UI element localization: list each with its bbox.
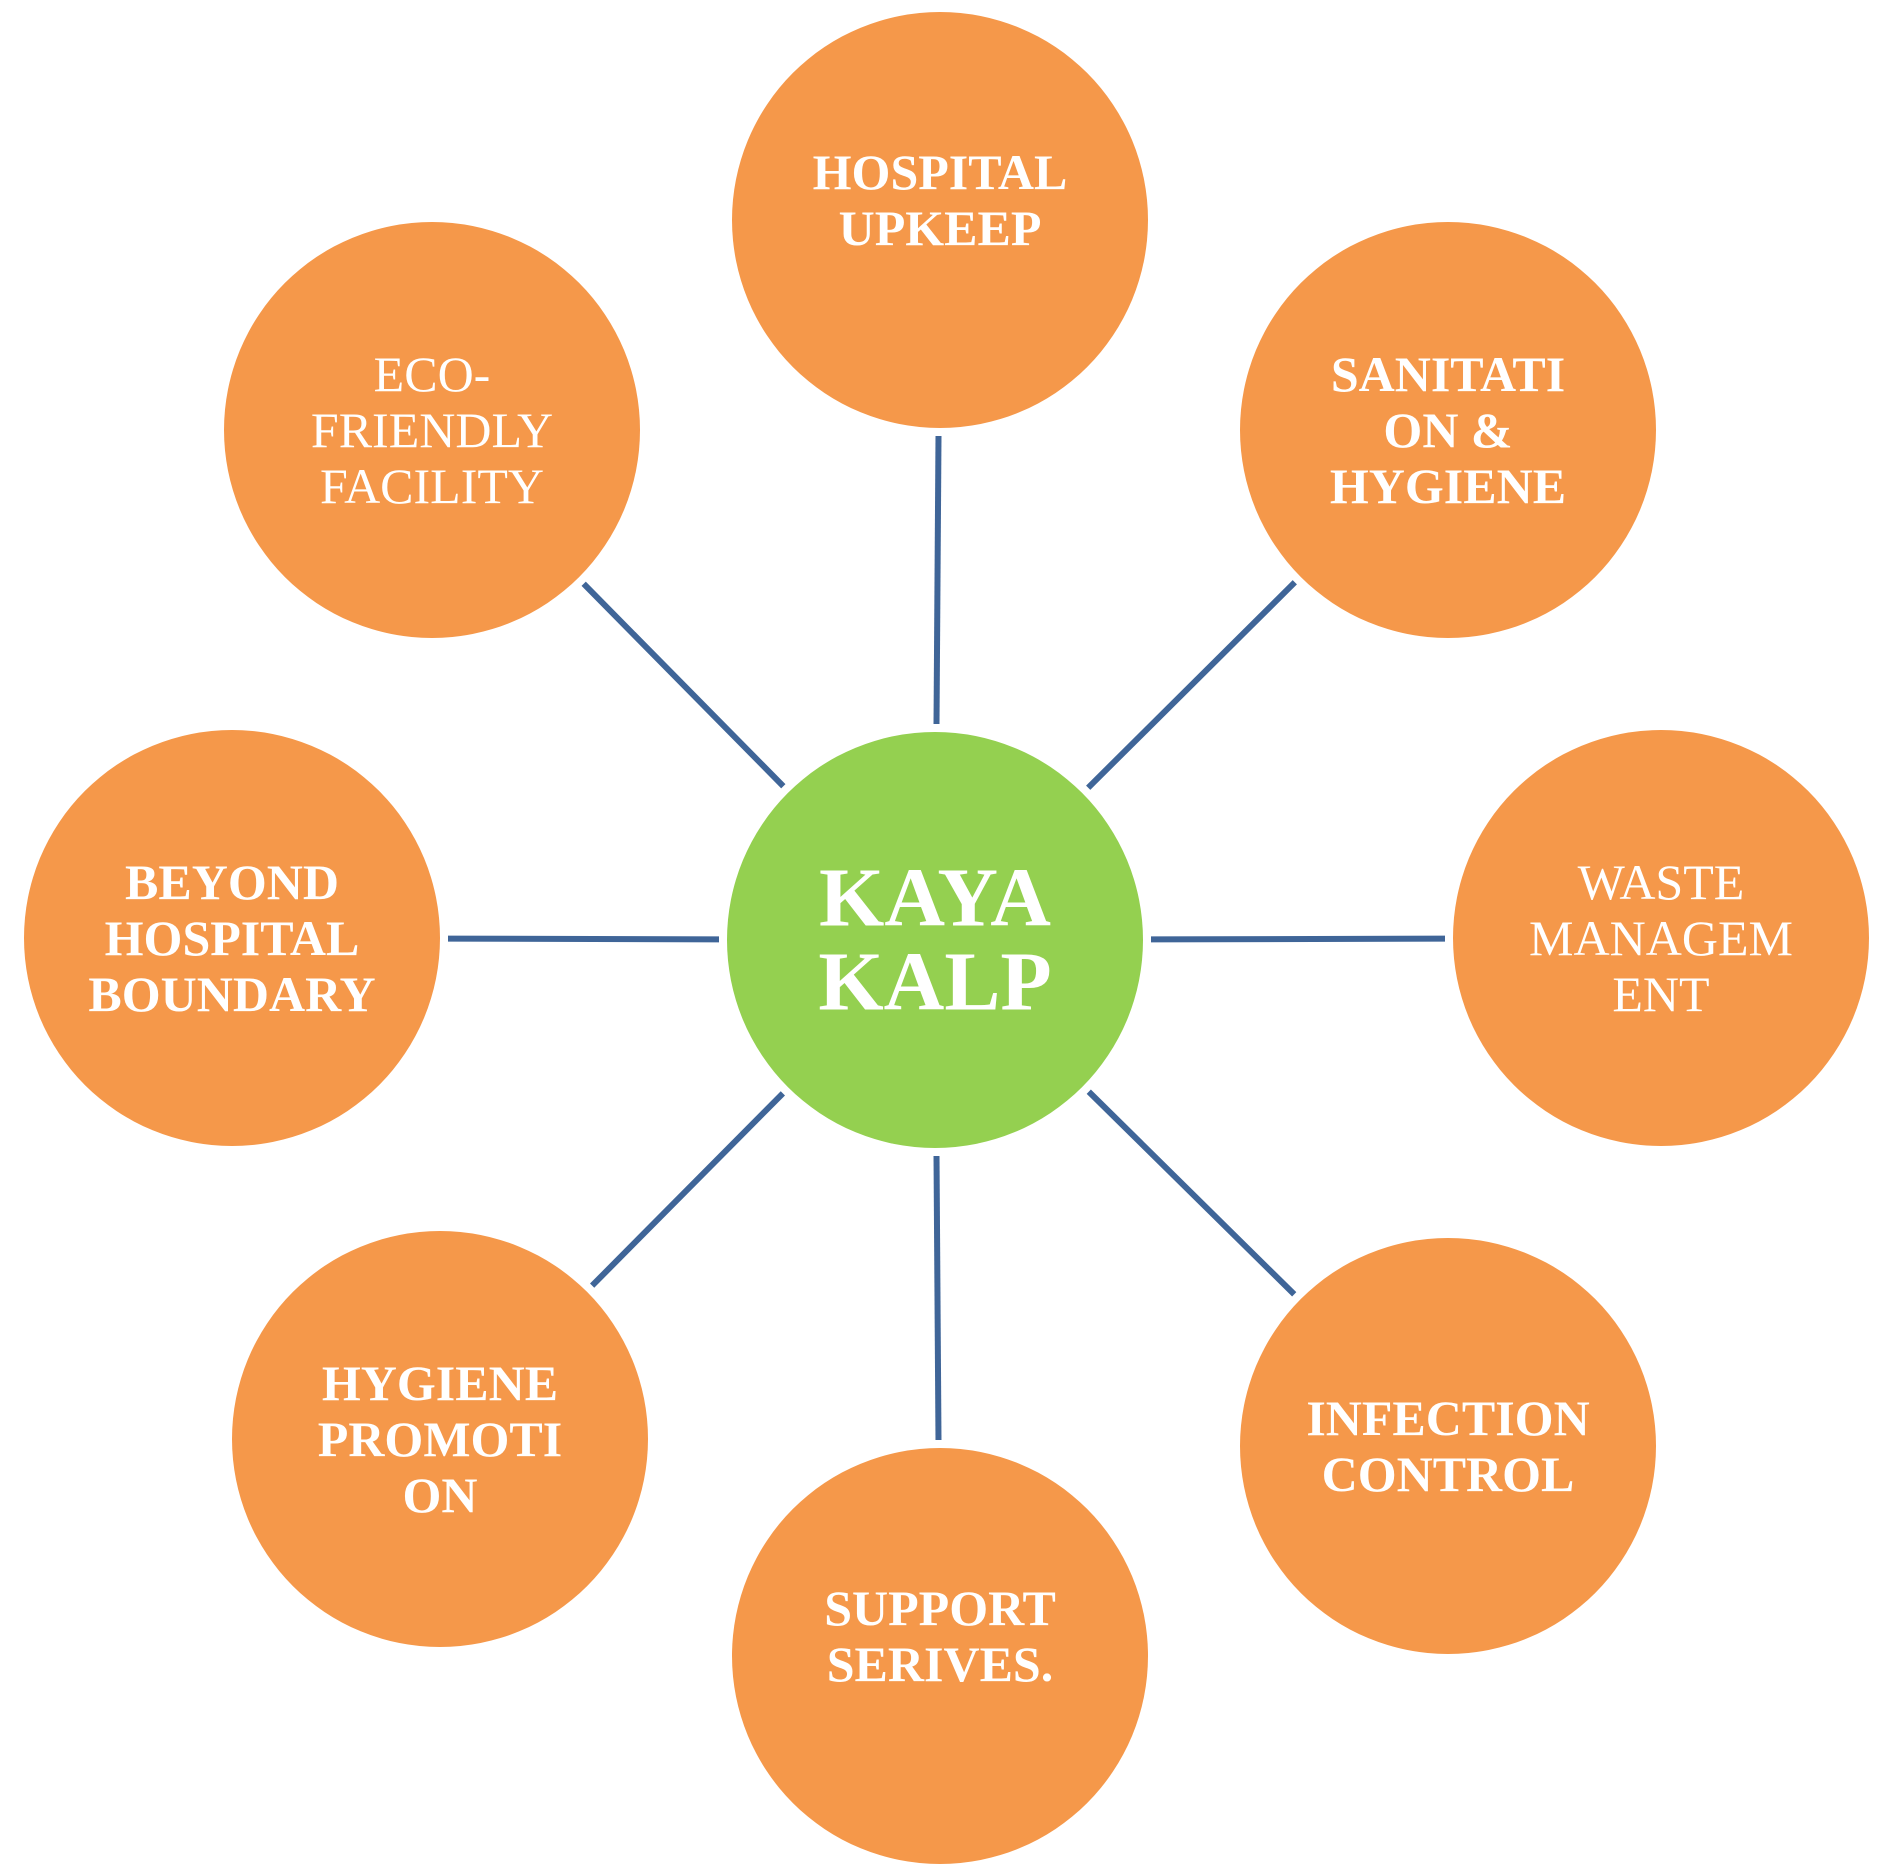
node-label-line: WASTE bbox=[1578, 854, 1745, 910]
node-label-line: ON & bbox=[1383, 402, 1512, 458]
connector-sanitation-hygiene bbox=[1086, 580, 1297, 790]
node-circle bbox=[24, 730, 440, 1146]
connectors bbox=[447, 435, 1446, 1441]
connector-waste-management bbox=[1150, 935, 1446, 943]
node-label-line: FRIENDLY bbox=[311, 402, 553, 458]
node-label-line: HYGIENE bbox=[1330, 458, 1566, 514]
node-label-line: HOSPITAL bbox=[813, 144, 1068, 200]
node-label-line: HYGIENE bbox=[322, 1355, 558, 1411]
connector-hospital-upkeep bbox=[933, 435, 942, 725]
node-label-line: UPKEEP bbox=[839, 200, 1042, 256]
connector-eco-friendly-facility bbox=[581, 581, 786, 789]
node-label-line: FACILITY bbox=[320, 458, 544, 514]
node-circle bbox=[1240, 222, 1656, 638]
node-label-line: ON bbox=[403, 1467, 478, 1523]
connector-beyond-hospital-boundary bbox=[447, 935, 720, 943]
node-label-line: BOUNDARY bbox=[88, 966, 375, 1022]
node-label-line: SERIVES. bbox=[827, 1636, 1054, 1692]
node-label-line: HOSPITAL bbox=[105, 910, 360, 966]
node-label-line: PROMOTI bbox=[318, 1411, 562, 1467]
connector-hygiene-promotion bbox=[589, 1091, 786, 1288]
node-circle bbox=[1453, 730, 1869, 1146]
node-label-line: MANAGEM bbox=[1529, 910, 1793, 966]
center-circle bbox=[727, 732, 1143, 1148]
node-label-line: KAYA bbox=[819, 852, 1051, 945]
node-label-line: ECO- bbox=[374, 346, 491, 402]
node-circle bbox=[732, 12, 1148, 428]
node-label-line: SUPPORT bbox=[824, 1580, 1056, 1636]
node-circle bbox=[1240, 1238, 1656, 1654]
connector-infection-control bbox=[1086, 1089, 1297, 1297]
node-label-line: CONTROL bbox=[1322, 1446, 1575, 1502]
connector-support-services bbox=[933, 1155, 942, 1441]
node-label-line: SANITATI bbox=[1331, 346, 1565, 402]
node-label-line: KALP bbox=[818, 936, 1051, 1029]
node-circle bbox=[224, 222, 640, 638]
node-label-line: INFECTION bbox=[1306, 1390, 1589, 1446]
node-label-line: ENT bbox=[1612, 966, 1709, 1022]
node-circle bbox=[732, 1448, 1148, 1864]
node-label-line: BEYOND bbox=[125, 854, 339, 910]
node-circle bbox=[232, 1231, 648, 1647]
